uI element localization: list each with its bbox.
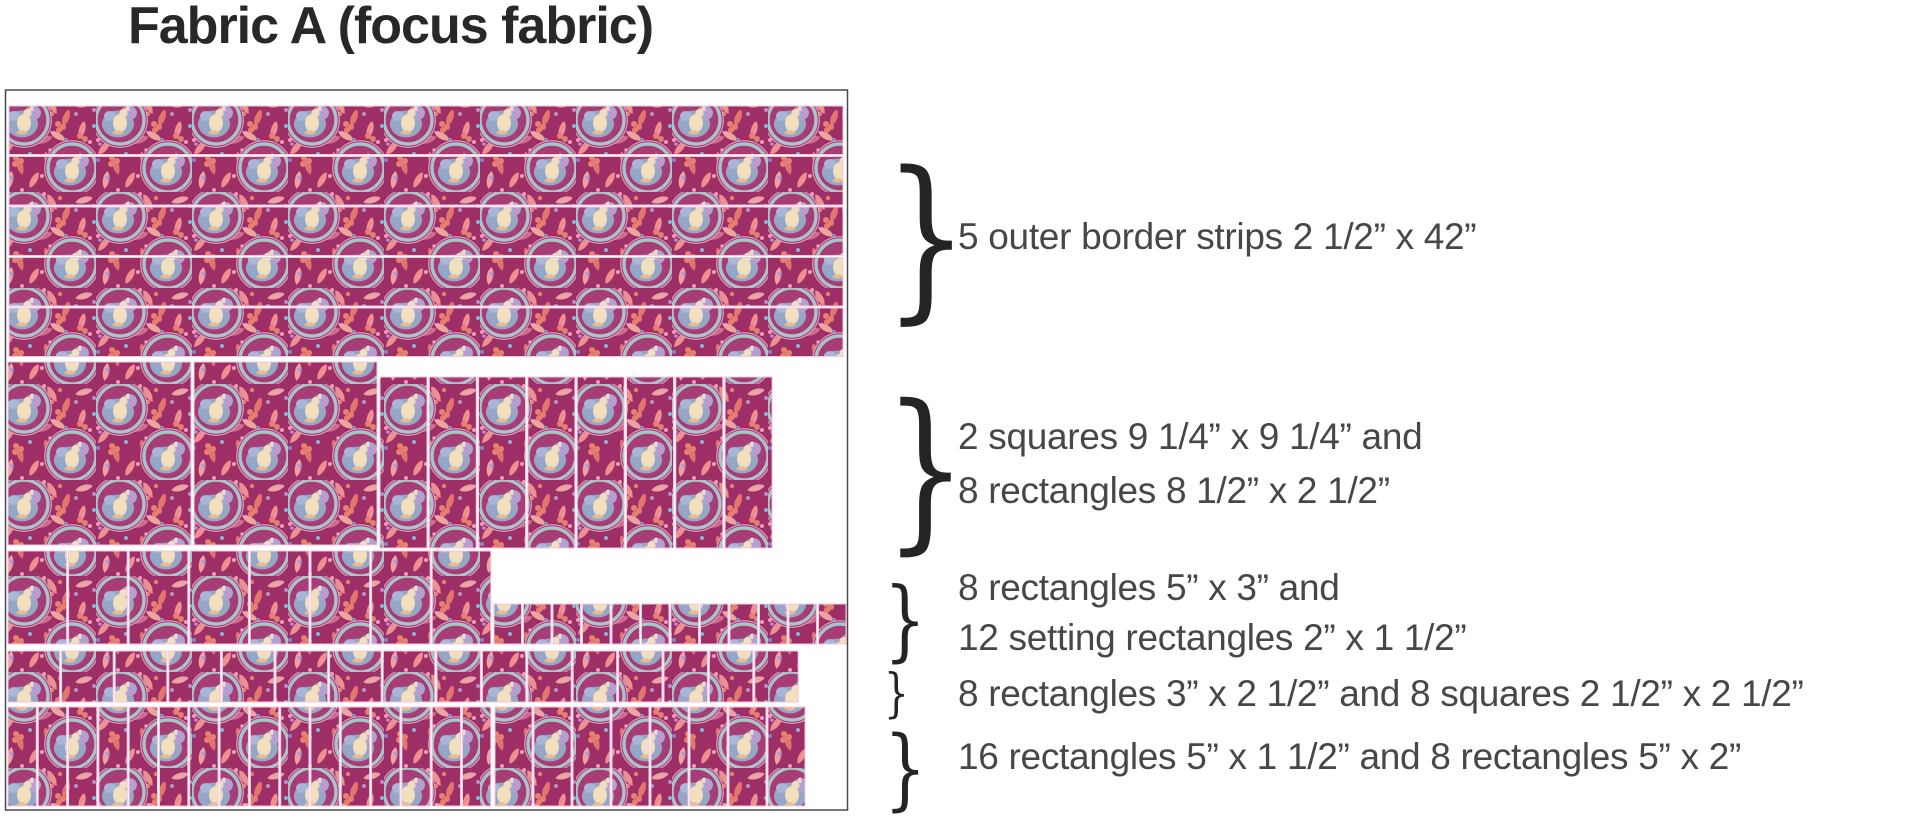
fabric-piece-rect-5-x-1-1-2 <box>401 706 431 807</box>
fabric-piece-rect-5-x-2 <box>611 706 650 807</box>
fabric-piece-rect-3-x-2-1-2 <box>168 650 221 703</box>
cut-label: 2 squares 9 1/4” x 9 1/4” and <box>958 416 1423 457</box>
fabric-piece-square-2-1-2 <box>754 650 799 703</box>
curly-brace-icon: } <box>884 568 926 672</box>
fabric-piece-rect-5-x-1-1-2 <box>431 706 462 807</box>
fabric-piece-rect-5-x-2 <box>533 706 572 807</box>
fabric-piece-rect-5-x-3 <box>249 550 310 645</box>
fabric-piece-rect-3-x-2-1-2 <box>61 650 114 703</box>
fabric-piece-rect-5-x-1-1-2 <box>219 706 249 807</box>
cut-annotation-bottom-rects: 16 rectangles 5” x 1 1/2” and 8 rectangl… <box>958 730 1741 784</box>
fabric-piece-rect-5-x-3 <box>431 550 492 645</box>
fabric-piece-rect-3-x-2-1-2 <box>382 650 436 703</box>
fabric-piece-square-2-1-2 <box>618 650 663 703</box>
cut-label: 8 rectangles 8 1/2” x 2 1/2” <box>958 470 1390 511</box>
fabric-piece-square-2-1-2 <box>572 650 618 703</box>
fabric-piece-rect-8-1-2-x-2-1-2 <box>428 376 477 549</box>
fabric-piece-rect-5-x-2 <box>572 706 611 807</box>
fabric-piece-setting-rect-2-x-1-1-2 <box>670 603 699 645</box>
fabric-piece-rect-3-x-2-1-2 <box>221 650 275 703</box>
fabric-piece-setting-rect-2-x-1-1-2 <box>493 603 522 645</box>
cut-label: 16 rectangles 5” x 1 1/2” and 8 rectangl… <box>958 736 1741 777</box>
fabric-piece-rect-5-x-1-1-2 <box>189 706 219 807</box>
fabric-piece-rect-5-x-1-1-2 <box>310 706 340 807</box>
fabric-piece-rect-5-x-1-1-2 <box>68 706 98 807</box>
fabric-piece-square-2-1-2 <box>436 650 481 703</box>
fabric-piece-rect-8-1-2-x-2-1-2 <box>576 376 625 549</box>
fabric-piece-rect-5-x-1-1-2 <box>462 706 492 807</box>
fabric-piece-rect-5-x-2 <box>767 706 806 807</box>
fabric-piece-rect-5-x-1-1-2 <box>371 706 401 807</box>
curly-brace-icon: } <box>884 368 968 572</box>
fabric-piece-rect-5-x-3 <box>371 550 431 645</box>
fabric-piece-rect-5-x-1-1-2 <box>249 706 280 807</box>
fabric-piece-rect-5-x-1-1-2 <box>7 706 37 807</box>
fabric-piece-outer-border-strip <box>8 307 844 357</box>
fabric-piece-outer-border-strip <box>8 156 844 206</box>
fabric-piece-rect-5-x-1-1-2 <box>159 706 189 807</box>
curly-brace-icon: } <box>884 133 969 340</box>
fabric-piece-setting-rect-2-x-1-1-2 <box>552 603 581 645</box>
cut-label: 8 rectangles 5” x 3” and <box>958 567 1340 608</box>
fabric-piece-rect-3-x-2-1-2 <box>114 650 168 703</box>
fabric-piece-square-9-1-4 <box>193 361 378 546</box>
fabric-piece-rect-5-x-3 <box>189 550 249 645</box>
cut-label: 5 outer border strips 2 1/2” x 42” <box>958 216 1477 257</box>
fabric-piece-rect-5-x-2 <box>689 706 728 807</box>
fabric-piece-rect-5-x-2 <box>728 706 767 807</box>
fabric-piece-square-2-1-2 <box>527 650 572 703</box>
curly-brace-icon: } <box>884 715 927 820</box>
fabric-piece-rect-5-x-2 <box>650 706 689 807</box>
fabric-piece-rect-5-x-1-1-2 <box>37 706 68 807</box>
fabric-piece-rect-5-x-3 <box>128 550 189 645</box>
fabric-piece-rect-5-x-1-1-2 <box>98 706 128 807</box>
fabric-piece-setting-rect-2-x-1-1-2 <box>729 603 758 645</box>
fabric-piece-outer-border-strip <box>8 206 844 256</box>
fabric-piece-rect-8-1-2-x-2-1-2 <box>675 376 724 549</box>
cut-label: 12 setting rectangles 2” x 1 1/2” <box>958 617 1467 658</box>
fabric-piece-setting-rect-2-x-1-1-2 <box>818 603 847 645</box>
fabric-piece-rect-5-x-3 <box>68 550 128 645</box>
curly-brace-icon: } <box>884 663 909 724</box>
fabric-piece-square-2-1-2 <box>663 650 708 703</box>
cut-annotation-rects-setting: 8 rectangles 5” x 3” and 12 setting rect… <box>958 563 1467 663</box>
fabric-piece-rect-8-1-2-x-2-1-2 <box>478 376 527 549</box>
fabric-piece-setting-rect-2-x-1-1-2 <box>611 603 640 645</box>
fabric-piece-rect-5-x-3 <box>310 550 371 645</box>
fabric-piece-square-2-1-2 <box>708 650 754 703</box>
fabric-piece-rect-5-x-2 <box>494 706 533 807</box>
fabric-piece-square-9-1-4 <box>7 361 192 546</box>
fabric-piece-rect-3-x-2-1-2 <box>7 650 61 703</box>
fabric-piece-setting-rect-2-x-1-1-2 <box>641 603 670 645</box>
cut-annotation-rects-squares: 8 rectangles 3” x 2 1/2” and 8 squares 2… <box>958 667 1804 721</box>
cut-label: 8 rectangles 3” x 2 1/2” and 8 squares 2… <box>958 673 1804 714</box>
fabric-pieces <box>7 105 847 807</box>
fabric-piece-setting-rect-2-x-1-1-2 <box>523 603 552 645</box>
fabric-piece-setting-rect-2-x-1-1-2 <box>700 603 729 645</box>
fabric-piece-rect-8-1-2-x-2-1-2 <box>626 376 674 549</box>
page-title: Fabric A (focus fabric) <box>128 0 654 55</box>
fabric-piece-square-2-1-2 <box>481 650 527 703</box>
fabric-piece-rect-8-1-2-x-2-1-2 <box>379 376 428 549</box>
fabric-piece-rect-8-1-2-x-2-1-2 <box>724 376 773 549</box>
fabric-piece-rect-3-x-2-1-2 <box>329 650 382 703</box>
fabric-piece-setting-rect-2-x-1-1-2 <box>582 603 611 645</box>
fabric-piece-rect-8-1-2-x-2-1-2 <box>527 376 576 549</box>
fabric-piece-rect-5-x-1-1-2 <box>340 706 371 807</box>
fabric-piece-setting-rect-2-x-1-1-2 <box>788 603 817 645</box>
fabric-piece-outer-border-strip <box>8 257 844 307</box>
fabric-piece-rect-5-x-1-1-2 <box>280 706 310 807</box>
cut-annotation-squares-rects: 2 squares 9 1/4” x 9 1/4” and 8 rectangl… <box>958 410 1423 518</box>
cut-annotation-border-strips: 5 outer border strips 2 1/2” x 42” <box>958 210 1477 264</box>
fabric-piece-setting-rect-2-x-1-1-2 <box>759 603 788 645</box>
fabric-piece-rect-5-x-3 <box>7 550 68 645</box>
fabric-piece-rect-5-x-1-1-2 <box>128 706 158 807</box>
fabric-piece-outer-border-strip <box>8 105 844 155</box>
fabric-piece-rect-3-x-2-1-2 <box>275 650 329 703</box>
